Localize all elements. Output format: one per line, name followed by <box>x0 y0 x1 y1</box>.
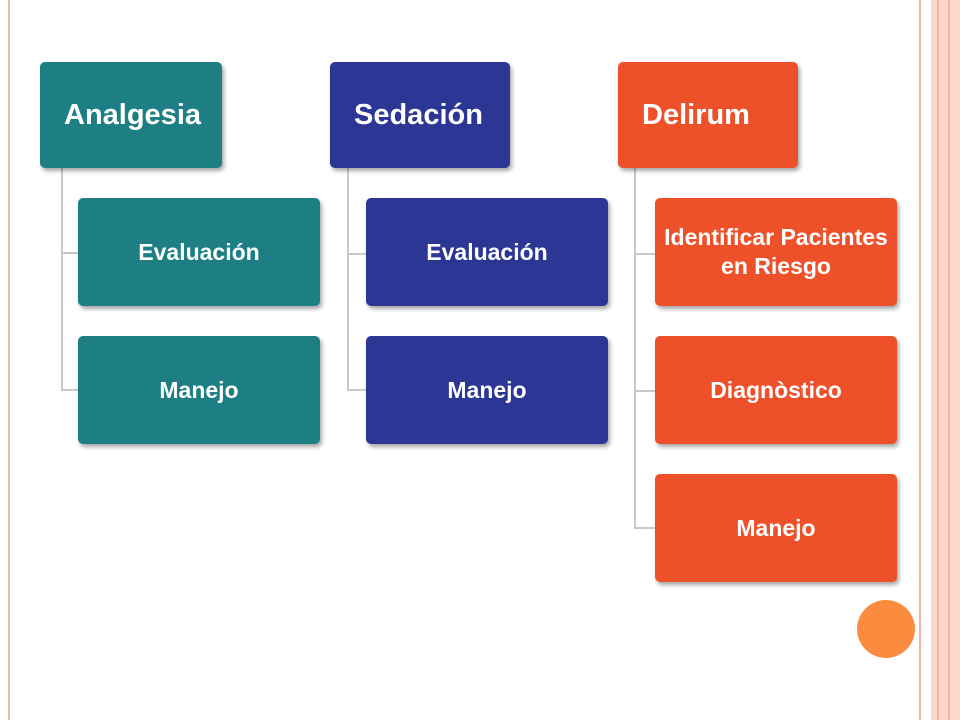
node-label: Manejo <box>447 376 527 403</box>
slide-frame-band-line <box>948 0 950 720</box>
column-header-analgesia: Analgesia <box>40 62 222 168</box>
connector-horizontal <box>347 253 367 255</box>
node-delirum-identificar: Identificar Pacientes en Riesgo <box>655 198 897 306</box>
connector-vertical <box>347 168 349 390</box>
connector-vertical <box>61 168 63 390</box>
node-analgesia-manejo: Manejo <box>78 336 320 444</box>
slide-frame-band-line <box>937 0 939 720</box>
connector-horizontal <box>634 253 656 255</box>
column-header-label: Sedación <box>354 98 483 131</box>
node-sedacion-evaluacion: Evaluación <box>366 198 608 306</box>
connector-horizontal <box>347 389 367 391</box>
slide-frame-band <box>931 0 960 720</box>
node-label: Evaluación <box>426 238 548 265</box>
node-label: Evaluación <box>138 238 260 265</box>
accent-circle <box>857 600 915 658</box>
column-header-delirum: Delirum <box>618 62 798 168</box>
column-header-sedacion: Sedación <box>330 62 510 168</box>
node-label: Diagnòstico <box>710 376 842 403</box>
connector-horizontal <box>634 527 656 529</box>
slide-frame-left <box>8 0 10 720</box>
slide-frame-right <box>919 0 921 720</box>
connector-vertical <box>634 168 636 528</box>
node-delirum-diagnostico: Diagnòstico <box>655 336 897 444</box>
connector-horizontal <box>634 390 656 392</box>
node-label: Identificar Pacientes en Riesgo <box>664 224 888 279</box>
node-label: Manejo <box>159 376 239 403</box>
node-delirum-manejo: Manejo <box>655 474 897 582</box>
column-header-label: Delirum <box>642 98 750 131</box>
connector-horizontal <box>61 389 79 391</box>
node-analgesia-evaluacion: Evaluación <box>78 198 320 306</box>
connector-horizontal <box>61 252 79 254</box>
node-label: Manejo <box>736 514 816 541</box>
node-sedacion-manejo: Manejo <box>366 336 608 444</box>
column-header-label: Analgesia <box>64 98 201 131</box>
